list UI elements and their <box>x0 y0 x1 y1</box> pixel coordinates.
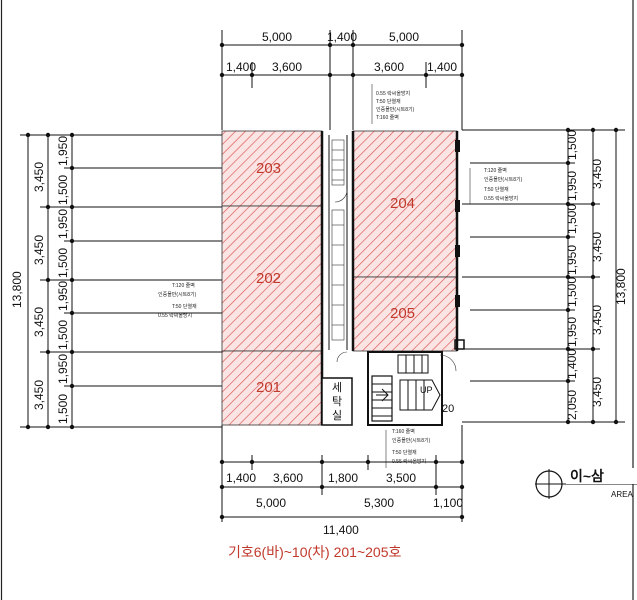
top-dim-5000-right: 5,000 <box>389 30 419 44</box>
left-dim-total: 13,800 <box>10 271 24 308</box>
top-dim-5000-left: 5,000 <box>262 30 292 44</box>
area-sign-title: 이~삼 <box>570 468 604 484</box>
area-sign <box>535 468 637 499</box>
right-sub-dim-7: 1,400 <box>565 349 579 379</box>
room-205-label: 205 <box>390 305 415 322</box>
right-dim-3450-b: 3,450 <box>590 232 604 262</box>
right-dim-3450-c: 3,450 <box>590 305 604 335</box>
laundry-room <box>321 377 353 426</box>
svg-text:T:160 줄벽: T:160 줄벽 <box>392 428 415 435</box>
bottom-dimension-lines <box>219 425 465 522</box>
room-202-label: 202 <box>256 270 281 287</box>
right-dim-total: 13,800 <box>614 268 628 305</box>
bottom-dim-5000: 5,000 <box>256 496 286 510</box>
top-dim-1400-middle: 1,400 <box>327 30 357 44</box>
room-201-label: 201 <box>256 379 281 396</box>
svg-text:T:120 줄벽: T:120 줄벽 <box>484 167 507 174</box>
left-sub-dim-2: 1,500 <box>56 175 70 205</box>
room-201 <box>221 350 323 426</box>
bottom-dim-total: 11,400 <box>323 523 359 537</box>
room-203 <box>221 130 323 207</box>
svg-text:인증몰만(시트8기): 인증몰만(시트8기) <box>392 437 431 444</box>
bottom-dim-5300: 5,300 <box>364 496 394 510</box>
right-sub-dim-8: 2,050 <box>565 390 579 420</box>
right-sub-dim-2: 1,950 <box>565 171 579 201</box>
left-sub-dim-8: 1,500 <box>56 394 70 424</box>
svg-text:T:120 줄벽: T:120 줄벽 <box>172 282 195 289</box>
svg-text:0.55 락씨올방지: 0.55 락씨올방지 <box>484 195 518 202</box>
left-sub-dim-1: 1,950 <box>56 136 70 166</box>
right-sub-dim-6: 1,950 <box>565 317 579 347</box>
room-204 <box>352 130 458 278</box>
bottom-dim-1100: 1,100 <box>433 496 463 510</box>
left-sub-dim-6: 1,500 <box>56 320 70 350</box>
left-dim-3450-a: 3,450 <box>32 162 46 192</box>
corridor-walls <box>320 131 465 425</box>
left-dim-3450-d: 3,450 <box>32 380 46 410</box>
laundry-label-3: 실 <box>332 409 342 422</box>
top-wall-notes: 0.55 락씨올방지 T:50 단열재 인증몰만(시트8기) T:160 줄벽 <box>371 84 415 124</box>
room-204-label: 204 <box>390 195 415 212</box>
svg-text:인증몰만(시트8기): 인증몰만(시트8기) <box>376 106 415 113</box>
left-wall-notes: T:120 줄벽 인증몰만(시트8기) T:50 단열재 0.55 락씨올방지 <box>158 282 197 319</box>
right-dimension-lines <box>462 127 625 425</box>
top-dimension-lines <box>219 30 465 130</box>
stair-up-label: UP <box>420 385 433 395</box>
right-sub-dim-4: 1,950 <box>565 245 579 275</box>
svg-text:T:160 줄벽: T:160 줄벽 <box>376 114 399 121</box>
top-dim-1400-a: 1,400 <box>226 60 256 74</box>
svg-text:T:50 단열재: T:50 단열재 <box>484 186 509 193</box>
left-sub-dim-4: 1,500 <box>56 248 70 278</box>
right-dim-3450-d: 3,450 <box>590 377 604 407</box>
right-wall-notes: T:120 줄벽 인증몰만(시트8기) T:50 단열재 0.55 락씨올방지 <box>469 167 523 204</box>
bottom-dim-1400: 1,400 <box>226 471 256 485</box>
room-202 <box>221 205 323 352</box>
svg-text:T:50 단열재: T:50 단열재 <box>172 303 197 310</box>
top-dim-1400-b: 1,400 <box>427 60 457 74</box>
laundry-label-1: 세 <box>332 381 342 394</box>
bottom-dim-3500: 3,500 <box>386 471 416 485</box>
bottom-dim-3600: 3,600 <box>273 471 303 485</box>
right-dim-3450-a: 3,450 <box>590 159 604 189</box>
svg-text:T:50 단열재: T:50 단열재 <box>376 98 401 105</box>
svg-text:0.55 락씨올방지: 0.55 락씨올방지 <box>158 312 192 319</box>
stair-number-label: 20 <box>442 403 454 415</box>
svg-text:T:50 단열재: T:50 단열재 <box>392 449 417 456</box>
left-dim-3450-b: 3,450 <box>32 235 46 265</box>
left-sub-dim-3: 1,950 <box>56 209 70 239</box>
bottom-dim-1800: 1,800 <box>328 471 358 485</box>
right-sub-dim-1: 1,500 <box>565 130 579 160</box>
svg-text:인증몰만(시트8기): 인증몰만(시트8기) <box>484 176 523 183</box>
drawing-caption: 기호6(바)~10(차) 201~205호 <box>228 544 401 560</box>
left-sub-dim-5: 1,950 <box>56 281 70 311</box>
area-sign-label: AREA <box>611 490 633 499</box>
left-dimension-lines <box>20 132 222 430</box>
stairwell <box>367 351 457 426</box>
left-dim-3450-c: 3,450 <box>32 307 46 337</box>
laundry-label-2: 탁 <box>332 395 342 408</box>
right-sub-dim-5: 1,500 <box>565 277 579 307</box>
top-dim-3600-b: 3,600 <box>374 60 404 74</box>
top-dim-3600-a: 3,600 <box>272 60 302 74</box>
room-203-label: 203 <box>256 160 281 177</box>
left-sub-dim-7: 1,950 <box>56 354 70 384</box>
room-205 <box>352 276 458 352</box>
svg-text:인증몰만(시트8기): 인증몰만(시트8기) <box>158 291 197 298</box>
svg-text:0.55 락씨올방지: 0.55 락씨올방지 <box>376 90 410 97</box>
right-sub-dim-3: 1,500 <box>565 204 579 234</box>
